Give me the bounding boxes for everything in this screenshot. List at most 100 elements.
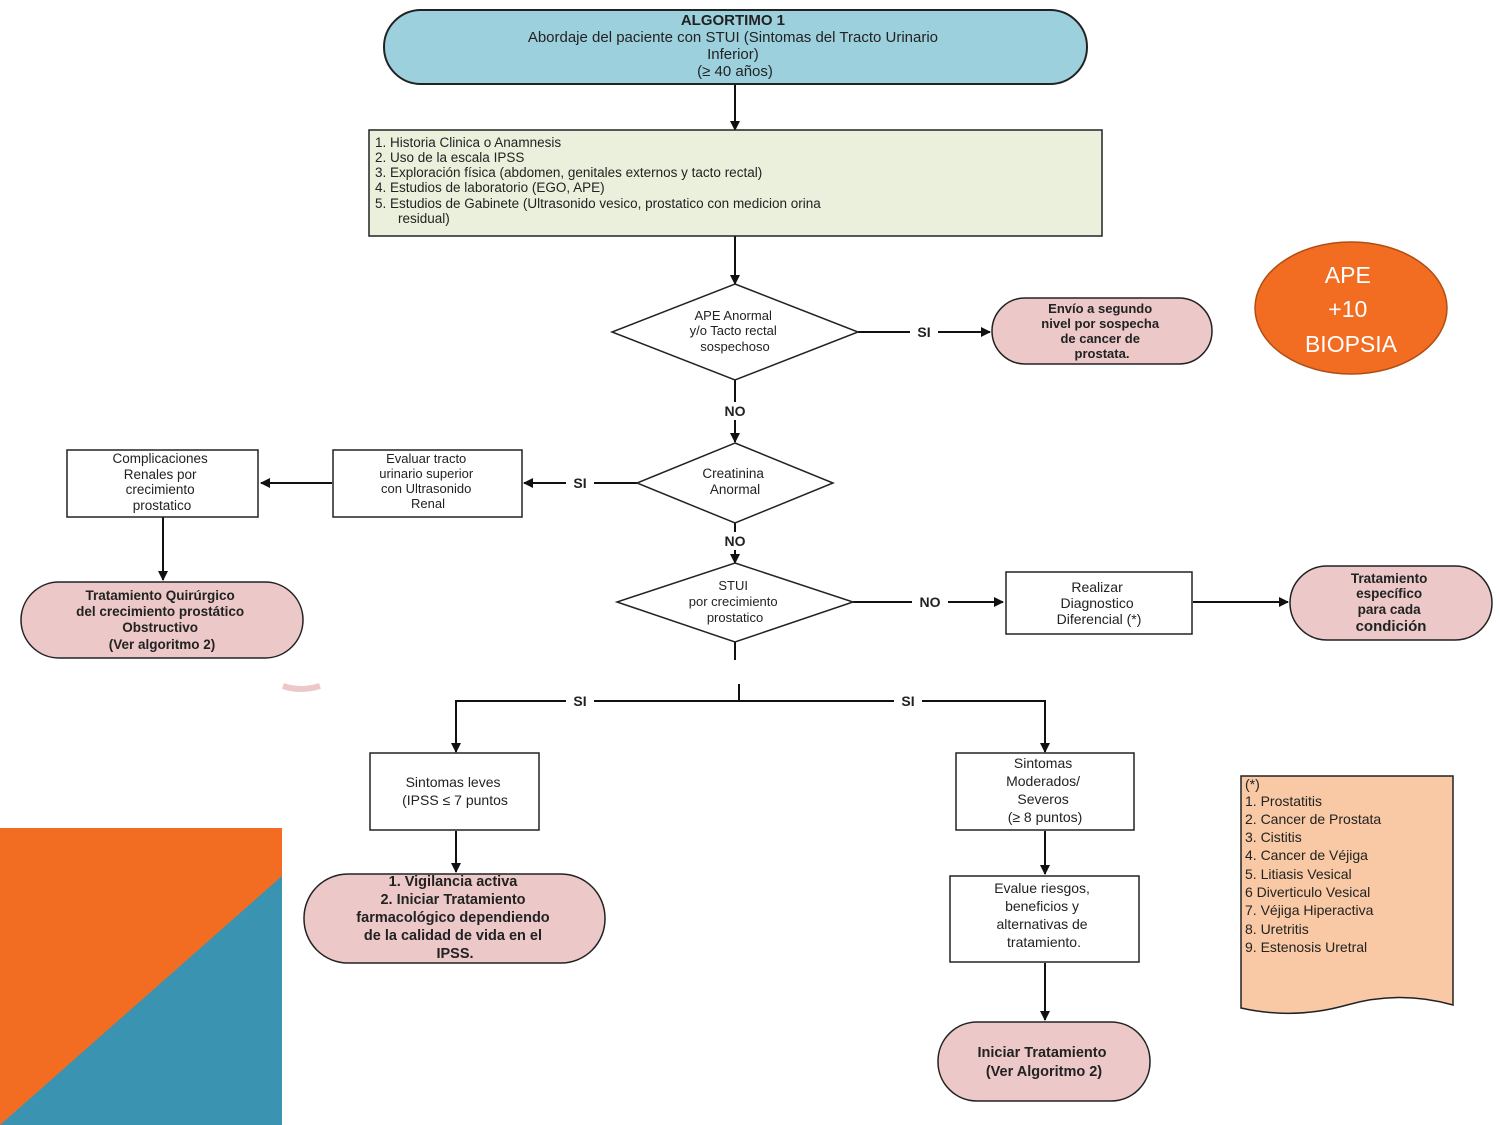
vigilancia-line: de la calidad de vida en el — [364, 928, 542, 944]
note-line: 3. Cistitis — [1245, 829, 1302, 845]
complicaciones-line: prostatico — [133, 498, 192, 513]
complicaciones-line: crecimiento — [126, 482, 195, 497]
node-diagnostico: Realizar Diagnostico Diferencial (*) — [1005, 571, 1193, 635]
decision-ape-text: APE Anormal y/o Tacto rectal sospechoso — [690, 308, 781, 354]
decision-stui-text: STUI por crecimiento prostatico — [689, 578, 782, 625]
iniciar-shape — [937, 1021, 1151, 1102]
step-line: 1. Historia Clinica o Anamnesis — [375, 135, 561, 150]
decision-stui-line: STUI — [718, 578, 748, 593]
decision-stui-line: prostatico — [707, 610, 763, 625]
envio-line: de cancer de — [1060, 331, 1140, 346]
note-line: 5. Litiasis Vesical — [1245, 866, 1352, 882]
quirurgico-shape — [20, 581, 304, 659]
callout-ape-biopsia: APE +10 BIOPSIA — [1254, 241, 1448, 375]
evaluar-line: Renal — [411, 496, 445, 511]
diagnostico-text: Realizar Diagnostico Diferencial (*) — [1057, 579, 1142, 627]
vigilancia-text: 1. Vigilancia activa 2. Iniciar Tratamie… — [356, 874, 553, 962]
note-line: (*) — [1245, 776, 1260, 792]
label-bg — [566, 692, 594, 710]
note-line: 4. Cancer de Véjiga — [1245, 847, 1368, 863]
label-bg — [910, 323, 938, 341]
callout-line: APE — [1325, 262, 1371, 288]
node-vigilancia: 1. Vigilancia activa 2. Iniciar Tratamie… — [303, 873, 606, 964]
evaluar-line: Evaluar tracto — [386, 451, 466, 466]
decision-ape-shape — [609, 283, 861, 381]
especifico-line: específico — [1356, 586, 1422, 601]
evalue-line: tratamiento. — [1007, 934, 1081, 950]
decision-ape-line: APE Anormal — [695, 308, 772, 323]
node-leves: Sintomas leves (IPSS ≤ 7 puntos — [369, 752, 540, 831]
label-si-left: SI — [573, 693, 586, 709]
node-tratamiento-especifico: Tratamiento específico para cada condici… — [1289, 565, 1493, 641]
note-text: (*) 1. Prostatitis 2. Cancer de Prostata… — [1245, 776, 1385, 955]
vigilancia-shape — [303, 873, 606, 964]
vigilancia-line: IPSS. — [436, 946, 473, 962]
corner-decoration — [0, 683, 321, 1125]
note-line: 2. Cancer de Prostata — [1245, 811, 1381, 827]
quirurgico-line: Obstructivo — [122, 620, 198, 635]
especifico-line: Tratamiento — [1351, 571, 1428, 586]
leves-line: Sintomas leves — [406, 774, 501, 790]
node-steps: 1. Historia Clinica o Anamnesis 2. Uso d… — [368, 129, 1103, 237]
evalue-line: alternativas de — [997, 916, 1088, 932]
label-si-creatinina: SI — [573, 475, 586, 491]
moderados-line: Moderados/ — [1006, 773, 1080, 789]
node-envio: Envío a segundo nivel por sospecha de ca… — [991, 297, 1213, 365]
callout-shape — [1254, 241, 1448, 375]
label-bg — [894, 692, 922, 710]
evaluar-line: con Ultrasonido — [381, 481, 471, 496]
evalue-box — [949, 875, 1140, 963]
start-line: Abordaje del paciente con STUI (Sintomas… — [528, 29, 938, 46]
evaluar-box — [332, 449, 523, 518]
decision-creatinina: Creatinina Anormal — [635, 442, 835, 524]
complicaciones-box — [66, 449, 259, 518]
decision-stui: STUI por crecimiento prostatico — [614, 562, 856, 643]
moderados-text: Sintomas Moderados/ Severos (≥ 8 puntos) — [1006, 755, 1084, 825]
edge-labels: SI NO SI NO NO SI SI — [566, 323, 948, 710]
moderados-box — [955, 752, 1135, 831]
node-tratamiento-quirurgico: Tratamiento Quirúrgico del crecimiento p… — [20, 581, 304, 659]
step-line: 5. Estudios de Gabinete (Ultrasonido ves… — [375, 196, 821, 211]
especifico-line: para cada — [1358, 602, 1422, 617]
label-bg — [717, 532, 753, 550]
complicaciones-line: Renales por — [124, 467, 197, 482]
envio-line: prostata. — [1075, 346, 1130, 361]
decision-creatinina-text: Creatinina Anormal — [702, 466, 767, 497]
start-line: Inferior) — [707, 46, 759, 63]
evalue-line: beneficios y — [1005, 898, 1079, 914]
callout-line: BIOPSIA — [1305, 331, 1398, 357]
node-iniciar: Iniciar Tratamiento (Ver Algoritmo 2) — [937, 1021, 1151, 1102]
iniciar-text: Iniciar Tratamiento (Ver Algoritmo 2) — [978, 1045, 1111, 1080]
leves-text: Sintomas leves (IPSS ≤ 7 puntos — [402, 774, 508, 808]
note-line: 9. Estenosis Uretral — [1245, 939, 1367, 955]
step-line: 2. Uso de la escala IPSS — [375, 150, 524, 165]
decision-stui-line: por crecimiento — [689, 594, 778, 609]
decision-ape-line: sospechoso — [700, 339, 769, 354]
note-line: 7. Véjiga Hiperactiva — [1245, 902, 1374, 918]
leves-line: (IPSS ≤ 7 puntos — [402, 792, 508, 808]
steps-text: 1. Historia Clinica o Anamnesis 2. Uso d… — [375, 135, 825, 226]
vigilancia-line: 2. Iniciar Tratamiento — [380, 892, 525, 908]
vigilancia-line: farmacológico dependiendo — [356, 910, 549, 926]
decision-stui-shape — [614, 562, 856, 643]
shape-fragment — [282, 683, 321, 692]
label-no-creatinina: NO — [725, 533, 746, 549]
node-moderados: Sintomas Moderados/ Severos (≥ 8 puntos) — [955, 752, 1135, 831]
start-shape — [383, 9, 1088, 85]
note-line: 8. Uretritis — [1245, 921, 1309, 937]
line-branch — [455, 700, 1046, 750]
start-title: ALGORTIMO 1 — [681, 12, 785, 29]
diagnostico-box — [1005, 571, 1193, 635]
node-evaluar: Evaluar tracto urinario superior con Ult… — [332, 449, 523, 518]
evalue-text: Evalue riesgos, beneficios y alternativa… — [994, 880, 1094, 950]
node-evalue: Evalue riesgos, beneficios y alternativa… — [949, 875, 1140, 963]
decision-ape: APE Anormal y/o Tacto rectal sospechoso — [609, 283, 861, 381]
corner-blue-triangle — [0, 876, 282, 1125]
especifico-text: Tratamiento específico para cada condici… — [1351, 571, 1431, 635]
label-bg — [566, 474, 594, 492]
diagnostico-line: Diagnostico — [1060, 595, 1133, 611]
node-start: ALGORTIMO 1 Abordaje del paciente con ST… — [383, 9, 1088, 85]
evaluar-text: Evaluar tracto urinario superior con Ult… — [379, 451, 477, 511]
envio-text: Envío a segundo nivel por sospecha de ca… — [1041, 301, 1162, 361]
